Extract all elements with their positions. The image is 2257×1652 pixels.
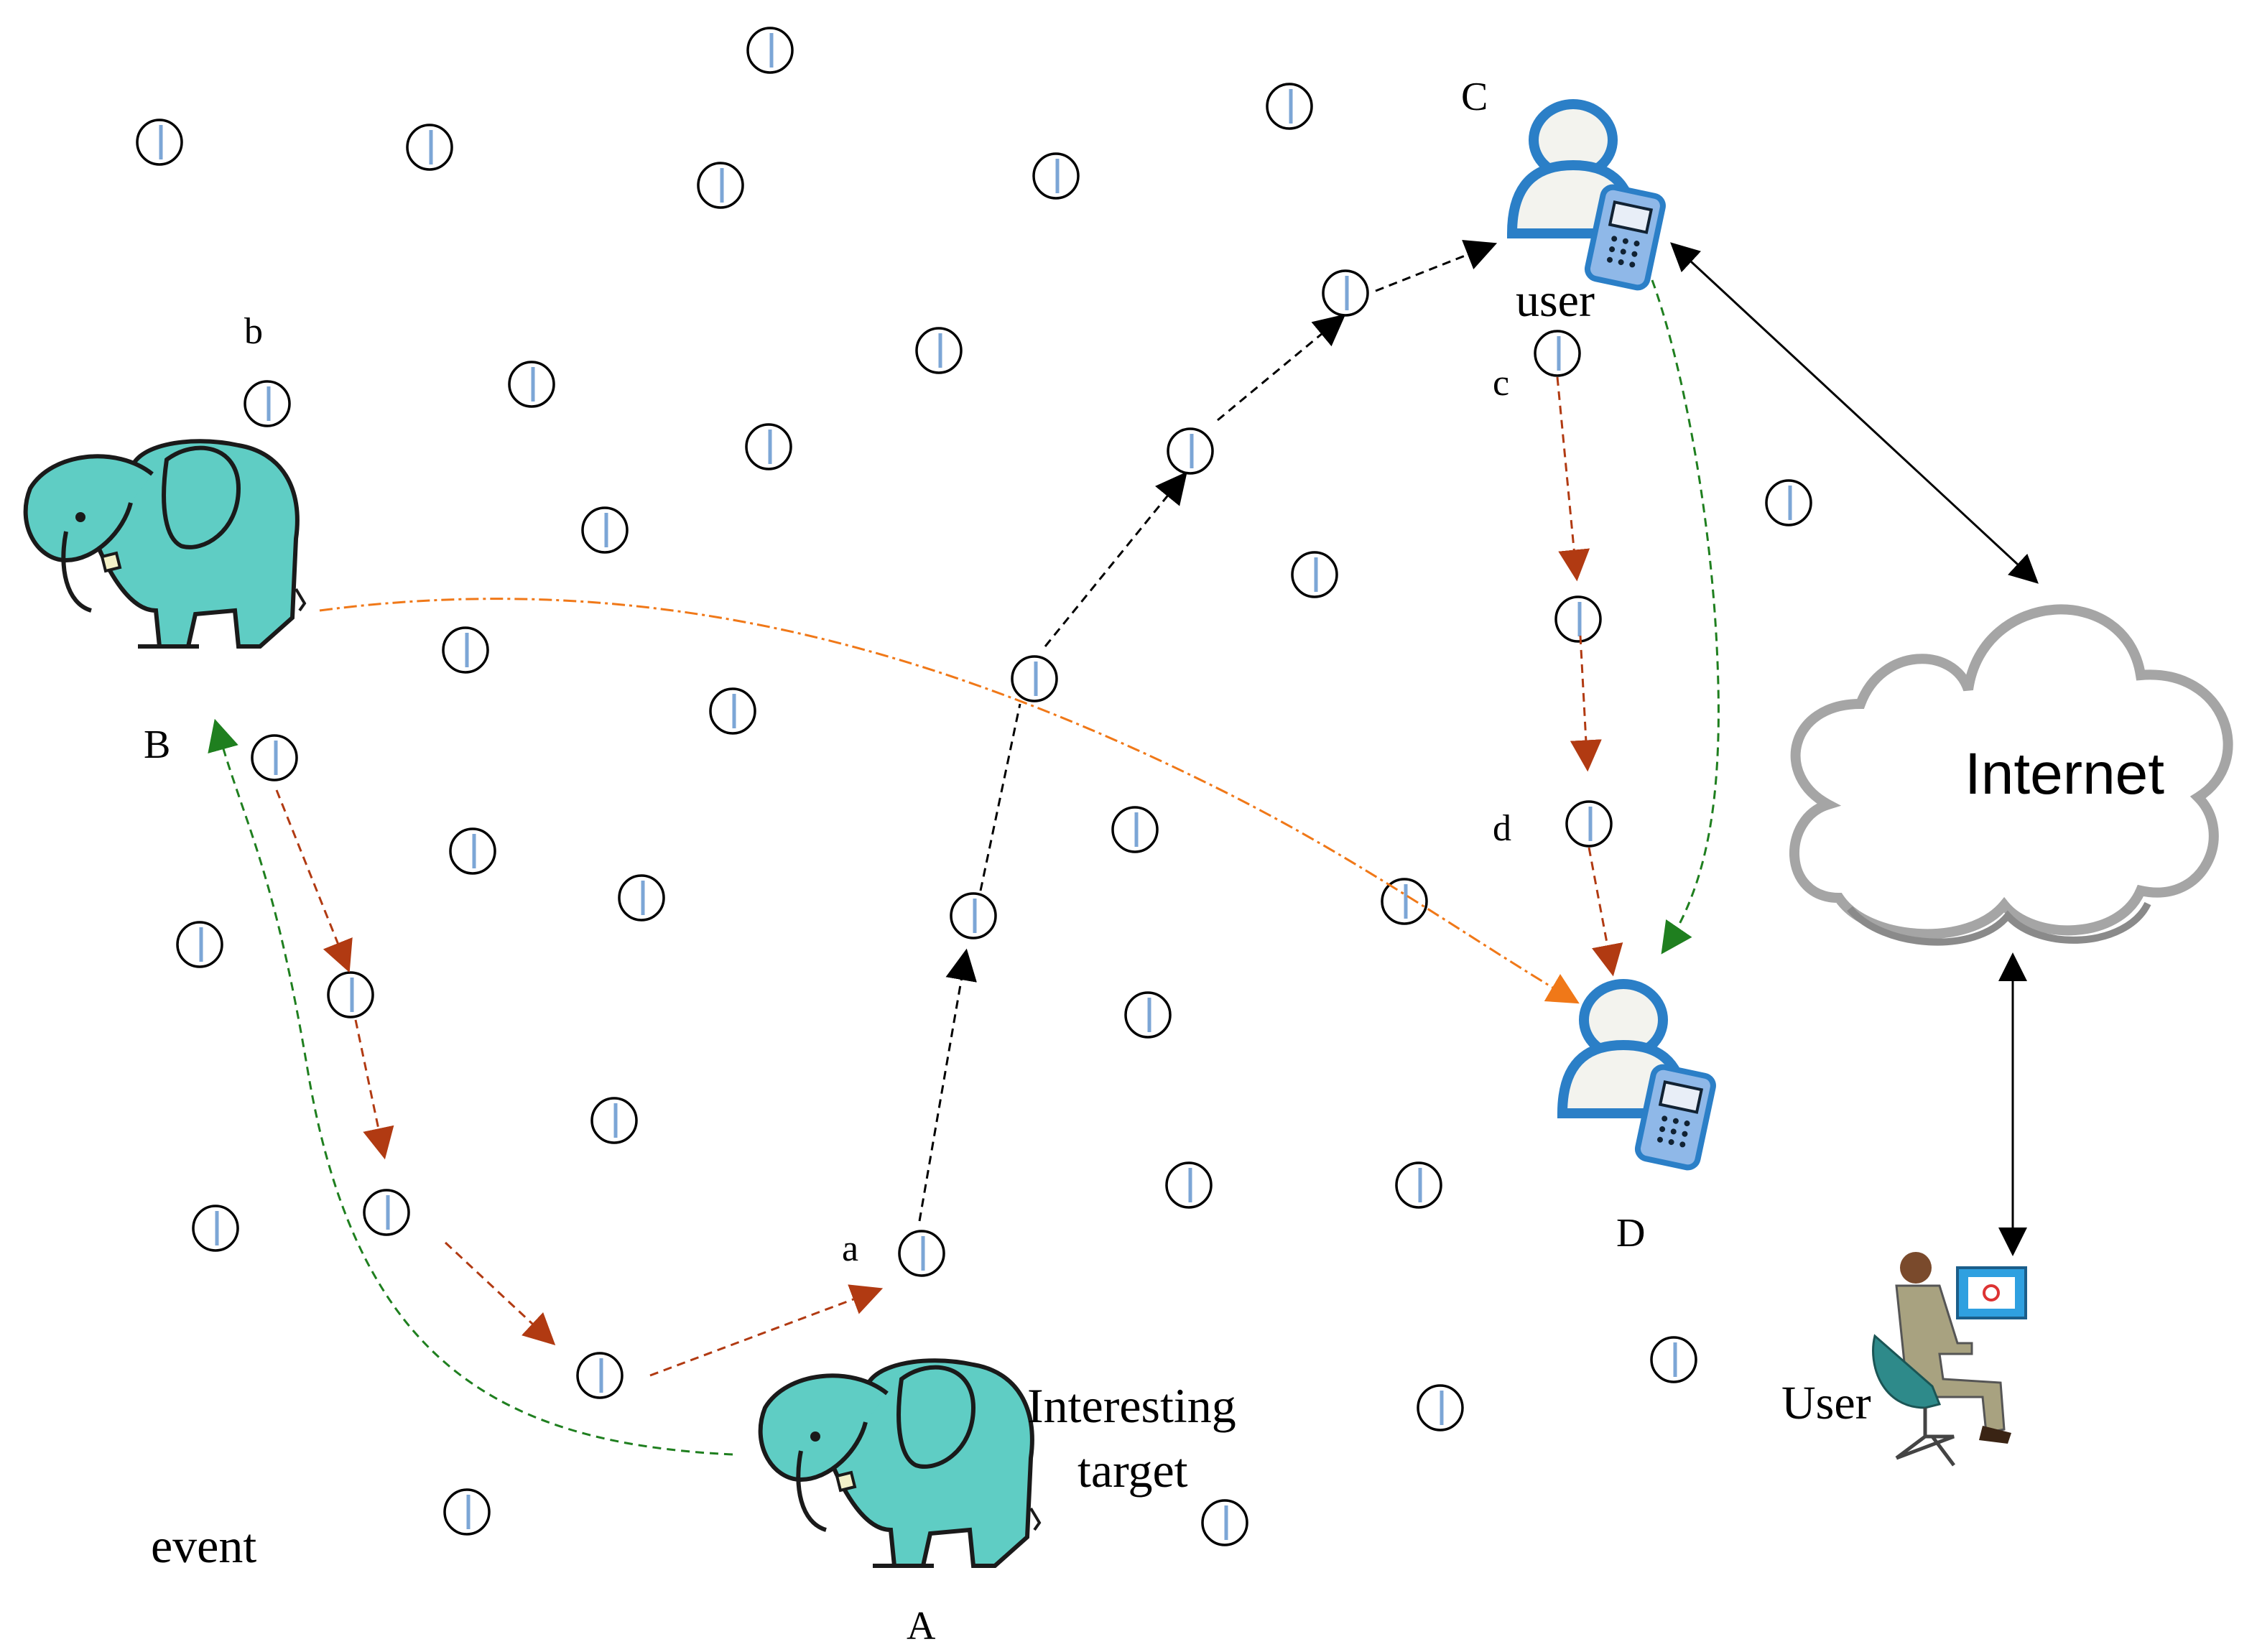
sensor-node-icon (898, 1230, 945, 1277)
sensor-node-icon (1032, 152, 1080, 200)
sensor-node-icon (1165, 1161, 1213, 1209)
mobile-user-icon (1512, 104, 1665, 289)
computer-user-icon (1872, 1252, 2027, 1467)
sensor-node-icon (745, 423, 792, 470)
label-B: B (144, 723, 170, 767)
sensor-node-icon (449, 827, 496, 875)
sensor-node-icon (1011, 655, 1058, 702)
sensor-node-icon (1291, 551, 1338, 598)
green-route (208, 279, 1720, 1456)
label-C: C (1461, 75, 1488, 119)
sensor-node-icon (176, 921, 223, 968)
sensor-node-icon (1167, 427, 1214, 475)
sensor-node-icon (581, 506, 629, 554)
sensor-node-icon (406, 124, 453, 171)
label-interesting-target-line2: target (1077, 1443, 1188, 1498)
sensor-nodes (136, 27, 1812, 1546)
label-internet: Internet (1965, 741, 2164, 807)
sensor-node-icon (1765, 479, 1812, 526)
sensor-node-icon (1322, 269, 1369, 317)
label-D: D (1616, 1211, 1645, 1256)
label-event: event (151, 1518, 256, 1573)
orange-route (319, 598, 1580, 1004)
sensor-node-icon (697, 162, 744, 209)
mobile-user-icon (1562, 984, 1715, 1169)
sensor-node-icon (443, 1488, 491, 1536)
label-b: b (244, 311, 263, 352)
sensor-node-icon (251, 734, 298, 781)
label-user-computer: User (1781, 1377, 1871, 1429)
sensor-node-icon (950, 892, 997, 939)
sensor-node-icon (1266, 83, 1313, 130)
sensor-node-icon (244, 380, 291, 427)
black-route (918, 240, 1498, 1222)
sensor-node-icon (1565, 800, 1613, 848)
sensor-node-icon (1554, 595, 1602, 643)
link-user-internet (1670, 242, 2039, 584)
elephant-icon (761, 1360, 1039, 1566)
sensor-node-icon (1534, 330, 1581, 377)
cloud-icon (1789, 604, 2233, 946)
sensor-node-icon (746, 27, 794, 74)
sensor-node-icon (1395, 1161, 1442, 1209)
sensor-node-icon (508, 361, 555, 408)
red-route (275, 376, 1623, 1377)
label-user-top: user (1516, 274, 1595, 327)
sensor-node-icon (1381, 878, 1428, 925)
sensor-node-icon (709, 687, 756, 735)
sensor-node-icon (576, 1352, 624, 1399)
sensor-node-icon (618, 874, 665, 922)
sensor-node-icon (1201, 1499, 1248, 1546)
sensor-node-icon (1111, 806, 1159, 853)
sensor-node-icon (1650, 1336, 1697, 1383)
sensor-node-icon (442, 626, 489, 674)
elephant-icon (26, 441, 305, 646)
sensor-node-icon (590, 1097, 638, 1144)
label-a: a (842, 1228, 858, 1269)
sensor-node-icon (136, 119, 183, 166)
sensor-node-icon (1124, 991, 1172, 1039)
label-d: d (1493, 808, 1511, 849)
label-c: c (1493, 363, 1509, 404)
sensor-node-icon (192, 1205, 239, 1252)
sensor-node-icon (915, 327, 963, 374)
sensor-node-icon (327, 971, 374, 1018)
sensor-node-icon (1417, 1384, 1464, 1431)
sensor-node-icon (363, 1189, 410, 1236)
label-interesting-target-line1: Interesting (1027, 1378, 1236, 1433)
label-A: A (907, 1604, 936, 1648)
